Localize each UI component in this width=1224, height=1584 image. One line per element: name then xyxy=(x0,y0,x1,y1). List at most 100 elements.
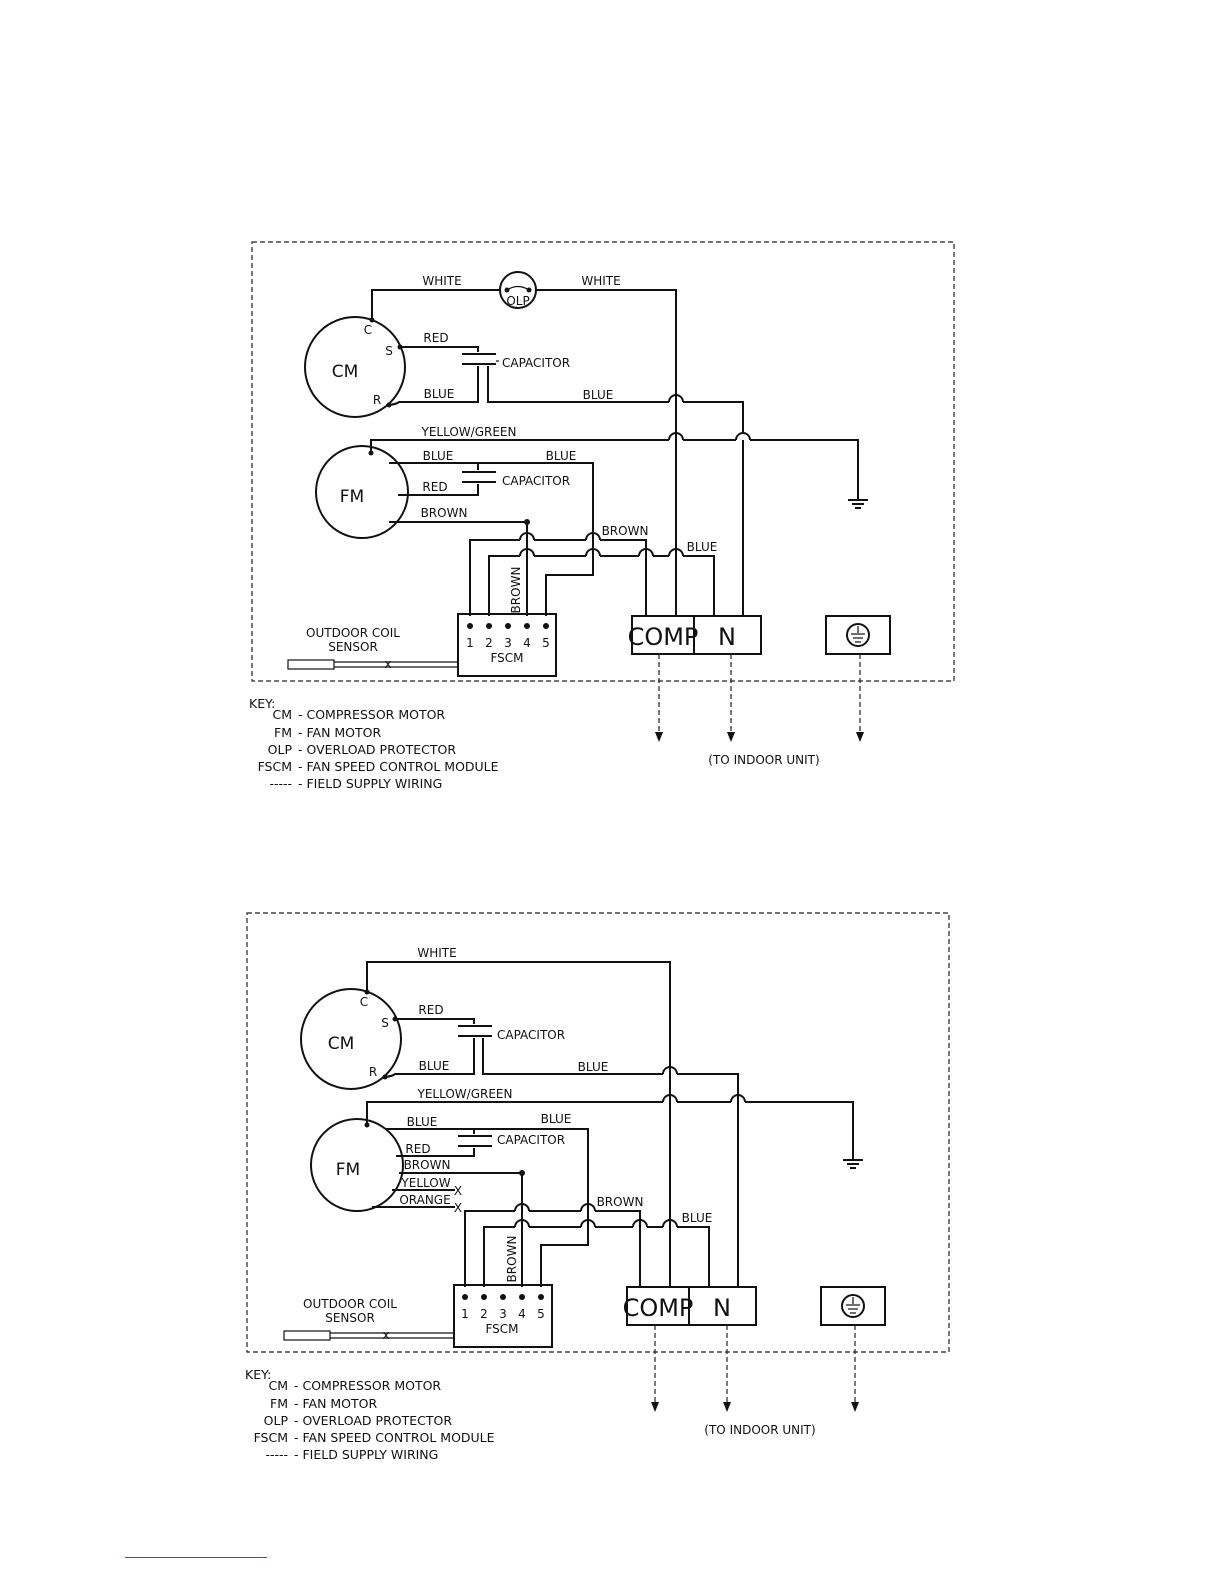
brown-label-fscm: BROWN xyxy=(597,1195,644,1209)
red-wire-cm xyxy=(400,346,479,352)
blue-wire-fscm xyxy=(483,1226,710,1287)
comp-terminal-label: COMP xyxy=(628,623,699,651)
svg-text:5: 5 xyxy=(537,1307,545,1321)
fan-motor-label: FM xyxy=(336,1160,360,1180)
svg-text:4: 4 xyxy=(518,1307,526,1321)
sensor-label-line2: SENSOR xyxy=(325,1311,375,1325)
brown-wire-fm xyxy=(389,521,528,616)
brown-label-fm: BROWN xyxy=(404,1158,451,1172)
to-indoor-unit-label: (TO INDOOR UNIT) xyxy=(708,753,819,767)
terminal-s-label: S xyxy=(385,344,393,358)
page-footer-rule xyxy=(125,1557,267,1558)
diagram-1-border xyxy=(251,241,955,682)
svg-text:FM: FM xyxy=(270,1396,288,1411)
svg-text:FM: FM xyxy=(274,725,292,740)
blue-wire-cm-2 xyxy=(487,366,744,432)
fan-motor-label: FM xyxy=(340,487,364,507)
orange-cap-mark: X xyxy=(454,1201,462,1215)
svg-text:1: 1 xyxy=(466,636,474,650)
ground-terminal xyxy=(825,615,891,655)
svg-text:5: 5 xyxy=(542,636,550,650)
svg-text:OLP: OLP xyxy=(264,1413,289,1428)
svg-text:- FAN MOTOR: - FAN MOTOR xyxy=(294,1396,377,1411)
blue-wire-fscm xyxy=(488,555,715,616)
yellow-green-label-1: YELLOW/GREEN xyxy=(421,425,517,439)
terminal-c-label: C xyxy=(360,995,368,1009)
svg-text:2: 2 xyxy=(480,1307,488,1321)
svg-text:- FAN SPEED CONTROL MODULE: - FAN SPEED CONTROL MODULE xyxy=(298,759,499,774)
svg-text:- FIELD SUPPLY WIRING: - FIELD SUPPLY WIRING xyxy=(294,1447,438,1462)
sensor-label-line2: SENSOR xyxy=(328,640,378,654)
svg-text:- FAN SPEED CONTROL MODULE: - FAN SPEED CONTROL MODULE xyxy=(294,1430,495,1445)
brown-wire-fscm xyxy=(469,539,647,616)
compressor-motor-circle xyxy=(304,316,406,418)
yellow-cap-mark: X xyxy=(454,1184,462,1198)
fscm-label: FSCM xyxy=(490,651,523,665)
orange-label: ORANGE xyxy=(399,1193,450,1207)
blue-label-cm-1: BLUE xyxy=(419,1059,450,1073)
fan-motor-circle xyxy=(310,1118,404,1212)
diagram-2-border xyxy=(246,912,950,1353)
svg-text:- COMPRESSOR MOTOR: - COMPRESSOR MOTOR xyxy=(298,707,445,722)
terminal-r-label: R xyxy=(369,1065,377,1079)
red-label-fm: RED xyxy=(422,480,447,494)
terminal-s-label: S xyxy=(381,1016,389,1030)
svg-text:1: 1 xyxy=(461,1307,469,1321)
white-label: WHITE xyxy=(417,946,456,960)
outdoor-coil-sensor xyxy=(287,659,335,670)
terminal-c-label: C xyxy=(364,323,372,337)
white-label-1: WHITE xyxy=(422,274,461,288)
outdoor-coil-sensor xyxy=(283,1330,331,1341)
brown-wire-fscm xyxy=(464,1210,641,1287)
olp-label: OLP xyxy=(506,294,529,308)
key-title: KEY: xyxy=(249,696,275,711)
svg-text:CM: CM xyxy=(268,1378,288,1393)
brown-label-fscm: BROWN xyxy=(602,524,649,538)
n-terminal-label: N xyxy=(713,1294,731,1322)
blue-label-fm-2: BLUE xyxy=(546,449,577,463)
key-2: KEY: CM - COMPRESSOR MOTOR FM - FAN MOTO… xyxy=(245,1367,495,1462)
svg-text:-----: ----- xyxy=(265,1447,288,1462)
svg-text:2: 2 xyxy=(485,636,493,650)
blue-label-fscm: BLUE xyxy=(687,540,718,554)
capacitor-label-cm: CAPACITOR xyxy=(502,356,570,370)
svg-text:- OVERLOAD PROTECTOR: - OVERLOAD PROTECTOR xyxy=(294,1413,452,1428)
olp-circle xyxy=(499,271,537,309)
capacitor-label-fm: CAPACITOR xyxy=(497,1133,565,1147)
svg-text:FSCM: FSCM xyxy=(254,1430,288,1445)
diagram-2: CM C S R WHITE RED CAPACITOR BLUE BLUE Y… xyxy=(245,912,950,1462)
fan-motor-circle xyxy=(315,445,409,539)
to-indoor-unit-label: (TO INDOOR UNIT) xyxy=(704,1423,815,1437)
brown-label-vertical: BROWN xyxy=(509,567,523,614)
blue-wire-cm-1 xyxy=(384,1038,475,1078)
capacitor-label-cm: CAPACITOR xyxy=(497,1028,565,1042)
blue-wire-cm-1 xyxy=(388,366,479,406)
svg-text:CM: CM xyxy=(272,707,292,722)
blue-label-cm-1: BLUE xyxy=(424,387,455,401)
terminal-block xyxy=(631,615,762,655)
yellow-green-wire xyxy=(366,1101,854,1160)
red-wire-fm xyxy=(398,484,479,496)
compressor-motor-label: CM xyxy=(332,362,359,382)
blue-wire-cm-2 xyxy=(482,1038,739,1103)
svg-text:- COMPRESSOR MOTOR: - COMPRESSOR MOTOR xyxy=(294,1378,441,1393)
blue-wire-fm xyxy=(389,462,594,616)
svg-text:OLP: OLP xyxy=(268,742,293,757)
red-label-cm: RED xyxy=(423,331,448,345)
brown-label-fm: BROWN xyxy=(421,506,468,520)
n-terminal-label: N xyxy=(718,623,736,651)
brown-label-vertical: BROWN xyxy=(505,1236,519,1283)
svg-text:- FIELD SUPPLY WIRING: - FIELD SUPPLY WIRING xyxy=(298,776,442,791)
blue-label-fm-1: BLUE xyxy=(423,449,454,463)
ground-terminal xyxy=(820,1286,886,1326)
white-wire-2 xyxy=(536,289,677,616)
white-wire-1 xyxy=(371,289,500,320)
svg-text:- OVERLOAD PROTECTOR: - OVERLOAD PROTECTOR xyxy=(298,742,456,757)
svg-text:-----: ----- xyxy=(269,776,292,791)
blue-label-fscm: BLUE xyxy=(682,1211,713,1225)
key-1: KEY: CM - COMPRESSOR MOTOR FM - FAN MOTO… xyxy=(249,696,499,791)
compressor-motor-label: CM xyxy=(328,1034,355,1054)
ground-icon xyxy=(841,1294,865,1318)
comp-terminal-label: COMP xyxy=(623,1294,694,1322)
